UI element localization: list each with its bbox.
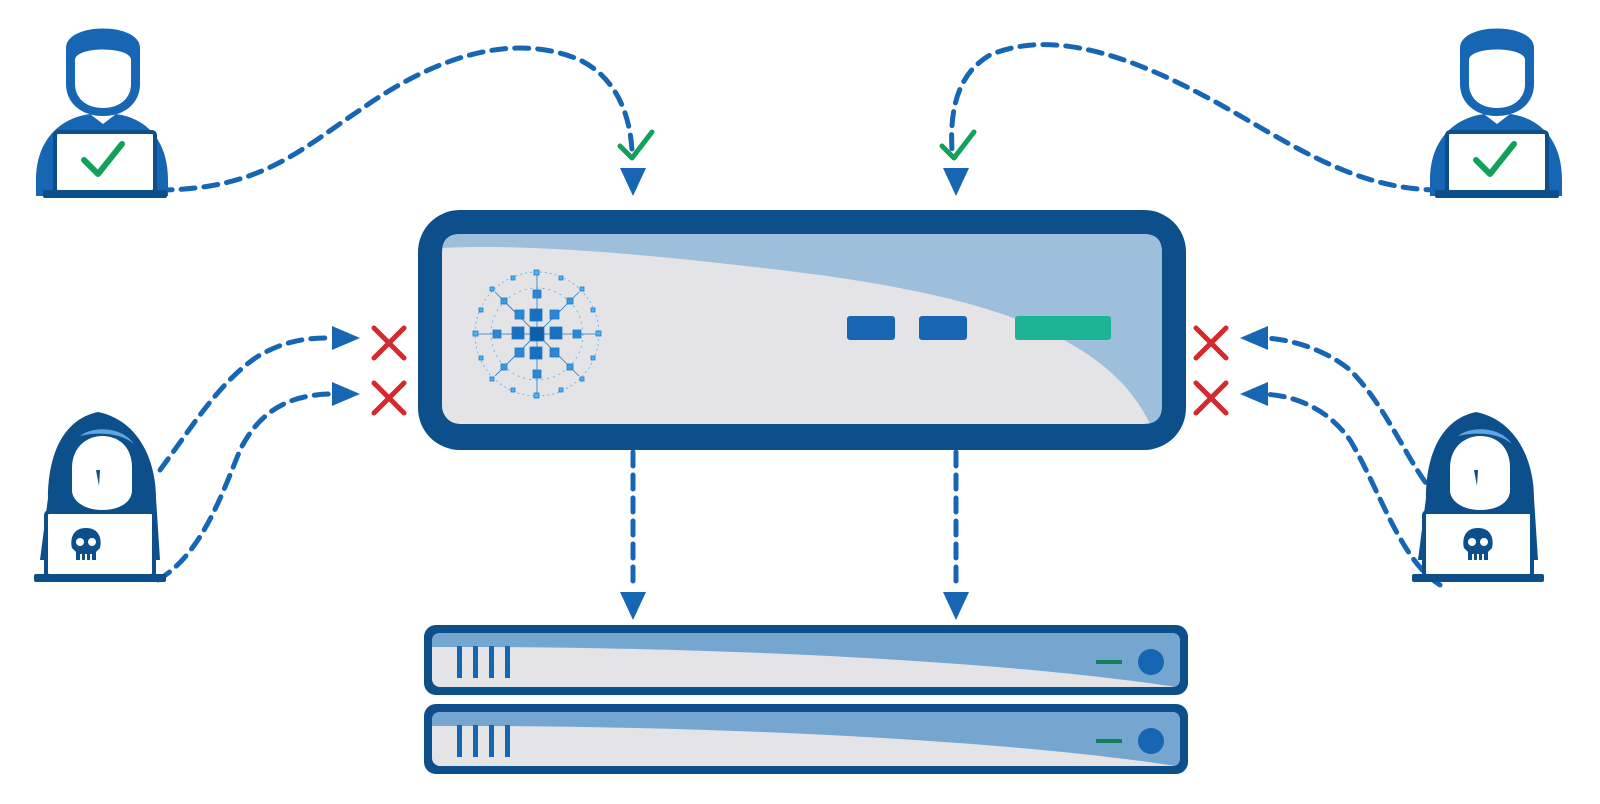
blocked-connection-left-lower xyxy=(155,391,333,583)
arrow-down-left-gateway xyxy=(620,168,646,196)
backend-server xyxy=(424,704,1188,774)
checkmark-icon xyxy=(939,129,977,161)
x-mark-icon xyxy=(371,325,407,361)
backend-server xyxy=(424,625,1188,695)
arrow-down-left-server xyxy=(620,592,646,620)
allowed-connection-left xyxy=(155,45,635,193)
gateway-appliance xyxy=(418,210,1186,450)
attacker-left xyxy=(34,412,166,582)
gateway-led xyxy=(919,316,967,340)
mesh-network-logo xyxy=(472,269,602,399)
checkmark-icon xyxy=(617,129,655,161)
arrow-left-right-upper xyxy=(1240,326,1268,350)
legitimate-user-right xyxy=(1430,28,1562,198)
gateway-led xyxy=(847,316,895,340)
blocked-connection-right-upper xyxy=(1259,335,1443,503)
x-mark-icon xyxy=(371,380,407,416)
arrow-right-left-lower xyxy=(332,382,360,406)
gateway-status-bar xyxy=(1015,316,1111,340)
arrow-left-right-lower xyxy=(1240,382,1268,406)
arrow-right-left-upper xyxy=(332,326,360,350)
legitimate-user-left xyxy=(36,28,168,198)
x-mark-icon xyxy=(1193,380,1229,416)
checkmark-icon xyxy=(1473,141,1517,177)
allowed-markers xyxy=(617,129,977,161)
arrow-down-right-gateway xyxy=(943,168,969,196)
x-mark-icon xyxy=(1193,325,1229,361)
skull-icon xyxy=(1463,528,1493,560)
allowed-connection-right xyxy=(949,42,1443,193)
gateway-highlight xyxy=(442,234,1162,424)
arrowheads xyxy=(332,168,1268,620)
arrow-down-right-server xyxy=(943,592,969,620)
attacker-right xyxy=(1412,412,1544,582)
skull-icon xyxy=(71,528,101,560)
blocked-connection-left-upper xyxy=(157,335,333,473)
blocked-connection-right-lower xyxy=(1259,391,1443,588)
connection-lines xyxy=(155,42,1443,588)
checkmark-icon xyxy=(81,141,125,177)
blocked-markers xyxy=(371,325,1229,416)
